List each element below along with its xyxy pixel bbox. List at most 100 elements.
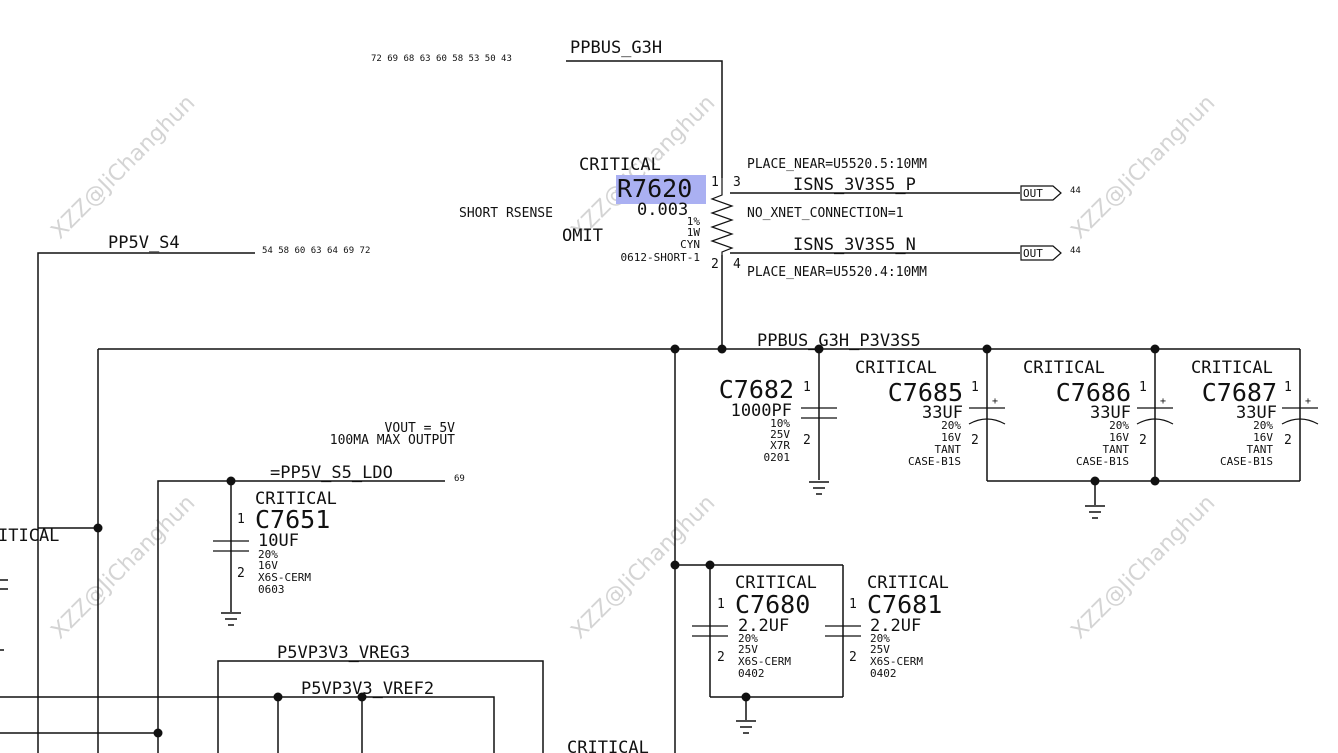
spec-vendor: CYN bbox=[680, 238, 700, 251]
spec-package: 0603 bbox=[258, 583, 285, 596]
spec-voltage: 16V bbox=[258, 559, 278, 572]
pin-number: 1 bbox=[717, 597, 725, 612]
value-label: 33UF bbox=[922, 403, 963, 423]
value-label: 2.2UF bbox=[738, 616, 789, 636]
spec-dielectric: TANT bbox=[1247, 443, 1274, 456]
spec-power: 1W bbox=[687, 226, 701, 239]
critical-label: CRITICAL bbox=[867, 573, 949, 593]
net-label-ppbus-g3h: PPBUS_G3H bbox=[570, 38, 662, 58]
spec-voltage: 16V bbox=[1253, 431, 1273, 444]
polarized-plate-icon bbox=[1136, 418, 1174, 425]
pin-number: 1 bbox=[237, 512, 245, 527]
resistor-symbol-icon bbox=[710, 178, 734, 255]
capacitor-c7651[interactable]: CRITICAL C7651 10UF 20% 16V X6S-CERM 060… bbox=[213, 489, 337, 596]
pin-number: 1 bbox=[849, 597, 857, 612]
ground-icon bbox=[221, 612, 241, 626]
critical-label: CRITICAL bbox=[255, 489, 337, 509]
spec-tolerance: 10% bbox=[770, 417, 790, 430]
max-output-note: 100MA MAX OUTPUT bbox=[330, 433, 455, 448]
value-label: 1000PF bbox=[731, 401, 792, 421]
net-labels: PPBUS_G3H 72 69 68 63 60 58 53 50 43 PP5… bbox=[108, 38, 921, 699]
offpage-connector-icon bbox=[1020, 245, 1062, 261]
capacitor-c7685[interactable]: + CRITICAL C7685 33UF 20% 16V TANT CASE-… bbox=[855, 358, 1006, 468]
value-label: 33UF bbox=[1236, 403, 1277, 423]
spec-tolerance: 20% bbox=[1109, 419, 1129, 432]
polarized-plate-icon bbox=[968, 418, 1006, 425]
ref-designator: C7685 bbox=[888, 378, 963, 407]
xref-pp5v-s4: 54 58 60 63 64 69 72 bbox=[262, 246, 370, 256]
ref-designator: C7680 bbox=[735, 590, 810, 619]
pin-number: 2 bbox=[711, 257, 719, 272]
wires bbox=[0, 60, 1301, 753]
omit-label: OMIT bbox=[562, 226, 603, 246]
ground-icon bbox=[1085, 505, 1105, 519]
pin-number: 2 bbox=[1139, 433, 1147, 448]
watermark: XZZ@JiChanghun bbox=[47, 491, 201, 645]
spec-package: 0402 bbox=[870, 667, 897, 680]
port-isns-n[interactable]: OUT 44 bbox=[1020, 245, 1081, 261]
spec-package: CASE-B1S bbox=[908, 455, 961, 468]
pin-number: 2 bbox=[849, 650, 857, 665]
plus-icon: + bbox=[992, 396, 998, 407]
spec-tolerance: 1% bbox=[687, 215, 701, 228]
spec-tolerance: 20% bbox=[258, 548, 278, 561]
ref-designator: C7651 bbox=[255, 505, 330, 534]
pin-number: 2 bbox=[1284, 433, 1292, 448]
net-label-p5vp3v3-vref2: P5VP3V3_VREF2 bbox=[301, 679, 434, 699]
capacitor-c7682[interactable]: C7682 1000PF 10% 25V X7R 0201 1 2 bbox=[719, 375, 837, 464]
port-isns-p[interactable]: OUT 44 bbox=[1020, 185, 1081, 201]
spec-tolerance: 20% bbox=[1253, 419, 1273, 432]
critical-label: CRITICAL bbox=[855, 358, 937, 378]
spec-package: CASE-B1S bbox=[1076, 455, 1129, 468]
pin-number: 1 bbox=[1139, 380, 1147, 395]
critical-label: CRITICAL bbox=[735, 573, 817, 593]
ground-icon bbox=[736, 720, 756, 734]
spec-dielectric: X6S-CERM bbox=[870, 655, 923, 668]
value-label: 2.2UF bbox=[870, 616, 921, 636]
selection-highlight bbox=[616, 175, 706, 204]
spec-voltage: 25V bbox=[870, 643, 890, 656]
spec-dielectric: X6S-CERM bbox=[258, 571, 311, 584]
spec-tolerance: 20% bbox=[738, 632, 758, 645]
offpage-connector-icon bbox=[1020, 185, 1062, 201]
capacitor-c7686[interactable]: + CRITICAL C7686 33UF 20% 16V TANT CASE-… bbox=[1023, 358, 1174, 468]
value-label: 10UF bbox=[258, 531, 299, 551]
capacitor-c7680[interactable]: CRITICAL C7680 2.2UF 20% 25V X6S-CERM 04… bbox=[692, 573, 817, 680]
junctions bbox=[93, 344, 1160, 738]
spec-package: 0201 bbox=[764, 451, 791, 464]
ref-designator: C7681 bbox=[867, 590, 942, 619]
ref-designator: C7682 bbox=[719, 375, 794, 404]
plus-icon: + bbox=[1305, 396, 1311, 407]
value-label: 33UF bbox=[1090, 403, 1131, 423]
capacitor-c7687[interactable]: + CRITICAL C7687 33UF 20% 16V TANT CASE-… bbox=[1191, 358, 1319, 468]
ground-symbols bbox=[221, 481, 1105, 734]
spec-voltage: 25V bbox=[738, 643, 758, 656]
net-label-p5vp3v3-vreg3: P5VP3V3_VREG3 bbox=[277, 643, 410, 663]
ref-designator: R7620 bbox=[617, 174, 692, 203]
capacitor-c7681[interactable]: CRITICAL C7681 2.2UF 20% 25V X6S-CERM 04… bbox=[825, 573, 949, 680]
xref-ppbus-g3h: 72 69 68 63 60 58 53 50 43 bbox=[371, 54, 512, 64]
net-label-ppbus-g3h-p3v3s5: PPBUS_G3H_P3V3S5 bbox=[757, 331, 921, 351]
critical-label: CRITICAL bbox=[1191, 358, 1273, 378]
partial-critical-label: ITICAL bbox=[0, 526, 59, 546]
ground-icon bbox=[809, 481, 829, 495]
pin-number: 3 bbox=[733, 175, 741, 190]
net-label-isns-n: ISNS_3V3S5_N bbox=[793, 235, 916, 255]
pin-number: 2 bbox=[971, 433, 979, 448]
pin-number: 2 bbox=[803, 433, 811, 448]
value-label: 0.003 bbox=[637, 200, 688, 220]
no-xnet-label: NO_XNET_CONNECTION=1 bbox=[747, 206, 904, 221]
critical-label: CRITICAL bbox=[1023, 358, 1105, 378]
resistor-r7620[interactable]: CRITICAL R7620 0.003 SHORT RSENSE OMIT 1… bbox=[459, 155, 927, 280]
net-label-isns-p: ISNS_3V3S5_P bbox=[793, 175, 916, 195]
pin-number: 1 bbox=[711, 175, 719, 190]
watermark: XZZ@JiChanghun bbox=[1067, 91, 1221, 245]
short-rsense-label: SHORT RSENSE bbox=[459, 206, 553, 221]
vout-note: VOUT = 5V bbox=[385, 421, 456, 436]
pin-number: 2 bbox=[717, 650, 725, 665]
pin-number: 1 bbox=[1284, 380, 1292, 395]
watermark: XZZ@JiChanghun bbox=[47, 91, 201, 245]
plus-icon: + bbox=[1160, 396, 1166, 407]
net-label-pp5v-s5-ldo: =PP5V_S5_LDO bbox=[270, 463, 393, 483]
spec-dielectric: X7R bbox=[770, 439, 790, 452]
